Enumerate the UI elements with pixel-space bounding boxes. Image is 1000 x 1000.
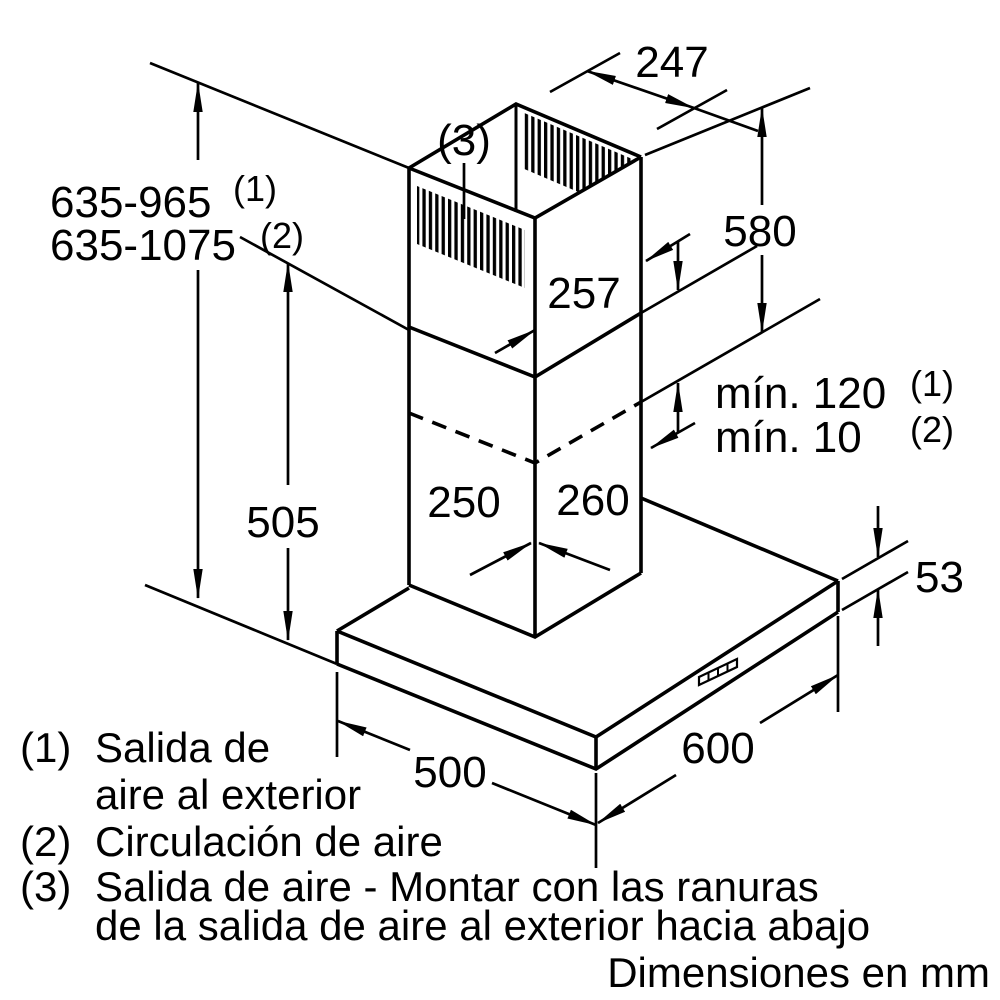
label-250: 250 xyxy=(427,478,500,527)
ext-505-top xyxy=(239,235,410,332)
label-min-overlap-duct: mín. 120 xyxy=(715,369,886,418)
label-slots-callout: (3) xyxy=(437,116,491,165)
ext-bottom-left xyxy=(144,583,338,666)
ext-580-top xyxy=(644,86,811,157)
legend-item2-line1: Circulación de aire xyxy=(95,818,443,865)
legend-item3-line2: de la salida de aire al exterior hacia a… xyxy=(95,902,870,949)
ext-53-lower xyxy=(841,570,909,612)
label-580: 580 xyxy=(723,207,796,256)
legend-item1-line2: aire al exterior xyxy=(95,771,361,818)
control-buttons xyxy=(697,657,739,687)
ext-joint-right xyxy=(640,244,758,315)
legend-item1-line1: Salida de xyxy=(95,724,270,771)
dim-500-right-segment xyxy=(491,781,597,827)
legend-item3-num: (3) xyxy=(20,863,71,910)
label-total-height-recirc-sup: (2) xyxy=(260,215,304,256)
label-260: 260 xyxy=(556,476,629,525)
label-600: 600 xyxy=(681,724,754,773)
chimney-base-line xyxy=(408,571,642,640)
dimension-lines xyxy=(193,69,883,827)
ext-247-left xyxy=(549,51,621,94)
label-total-height-recirc: 635-1075 xyxy=(50,221,236,270)
label-total-height-duct: 635-965 xyxy=(50,178,211,227)
dim-500-left-segment xyxy=(337,719,411,752)
chimney-top-rim-front xyxy=(408,155,642,220)
dim-247-line xyxy=(586,69,695,110)
ext-dashed-right xyxy=(640,297,821,404)
ext-total-height-top xyxy=(149,61,410,170)
dim-600-left-segment xyxy=(597,773,677,825)
label-505: 505 xyxy=(246,498,319,547)
dim-257-right-arrow xyxy=(645,232,691,263)
legend-item3-line1: Salida de aire - Montar con las ranuras xyxy=(95,863,819,910)
dim-250-arrow xyxy=(469,541,532,577)
label-min-overlap-duct-sup: (1) xyxy=(910,363,954,404)
label-min-overlap-recirc-sup: (2) xyxy=(910,409,954,450)
canopy-bottom-edges xyxy=(336,610,839,772)
canopy-top-far-right-edge xyxy=(640,496,839,583)
control-strip-dividers xyxy=(707,663,729,681)
dim-overlap-tail-arrow xyxy=(650,421,696,450)
label-min-overlap-recirc: mín. 10 xyxy=(715,413,862,462)
dim-260-arrow xyxy=(538,541,611,572)
label-53: 53 xyxy=(915,553,964,602)
vent-slots-left-band xyxy=(417,186,525,288)
legend-footer-units: Dimensiones en mm xyxy=(607,949,990,996)
label-500: 500 xyxy=(413,748,486,797)
label-247: 247 xyxy=(635,38,708,87)
hood-outline xyxy=(335,101,840,772)
legend-item1-num: (1) xyxy=(20,724,71,771)
dim-257-left-arrow xyxy=(494,328,536,355)
legend: (1) Salida de aire al exterior (2) Circu… xyxy=(20,724,990,996)
dim-600-right-segment xyxy=(759,673,839,725)
label-257: 257 xyxy=(547,269,620,318)
canopy-top-far-left-edge xyxy=(336,586,410,633)
telescopic-joint-line xyxy=(408,311,642,380)
extension-lines xyxy=(144,51,909,868)
ext-247-right xyxy=(656,88,728,131)
overlap-dashed-line xyxy=(408,400,642,465)
label-total-height-duct-sup: (1) xyxy=(233,168,277,209)
legend-item2-num: (2) xyxy=(20,818,71,865)
dimension-labels: 247 580 257 250 260 53 500 600 505 635-9… xyxy=(50,38,964,797)
dim-247-tail xyxy=(693,106,759,133)
ext-53-upper xyxy=(841,539,909,581)
vent-slots-inner-band xyxy=(522,112,637,217)
